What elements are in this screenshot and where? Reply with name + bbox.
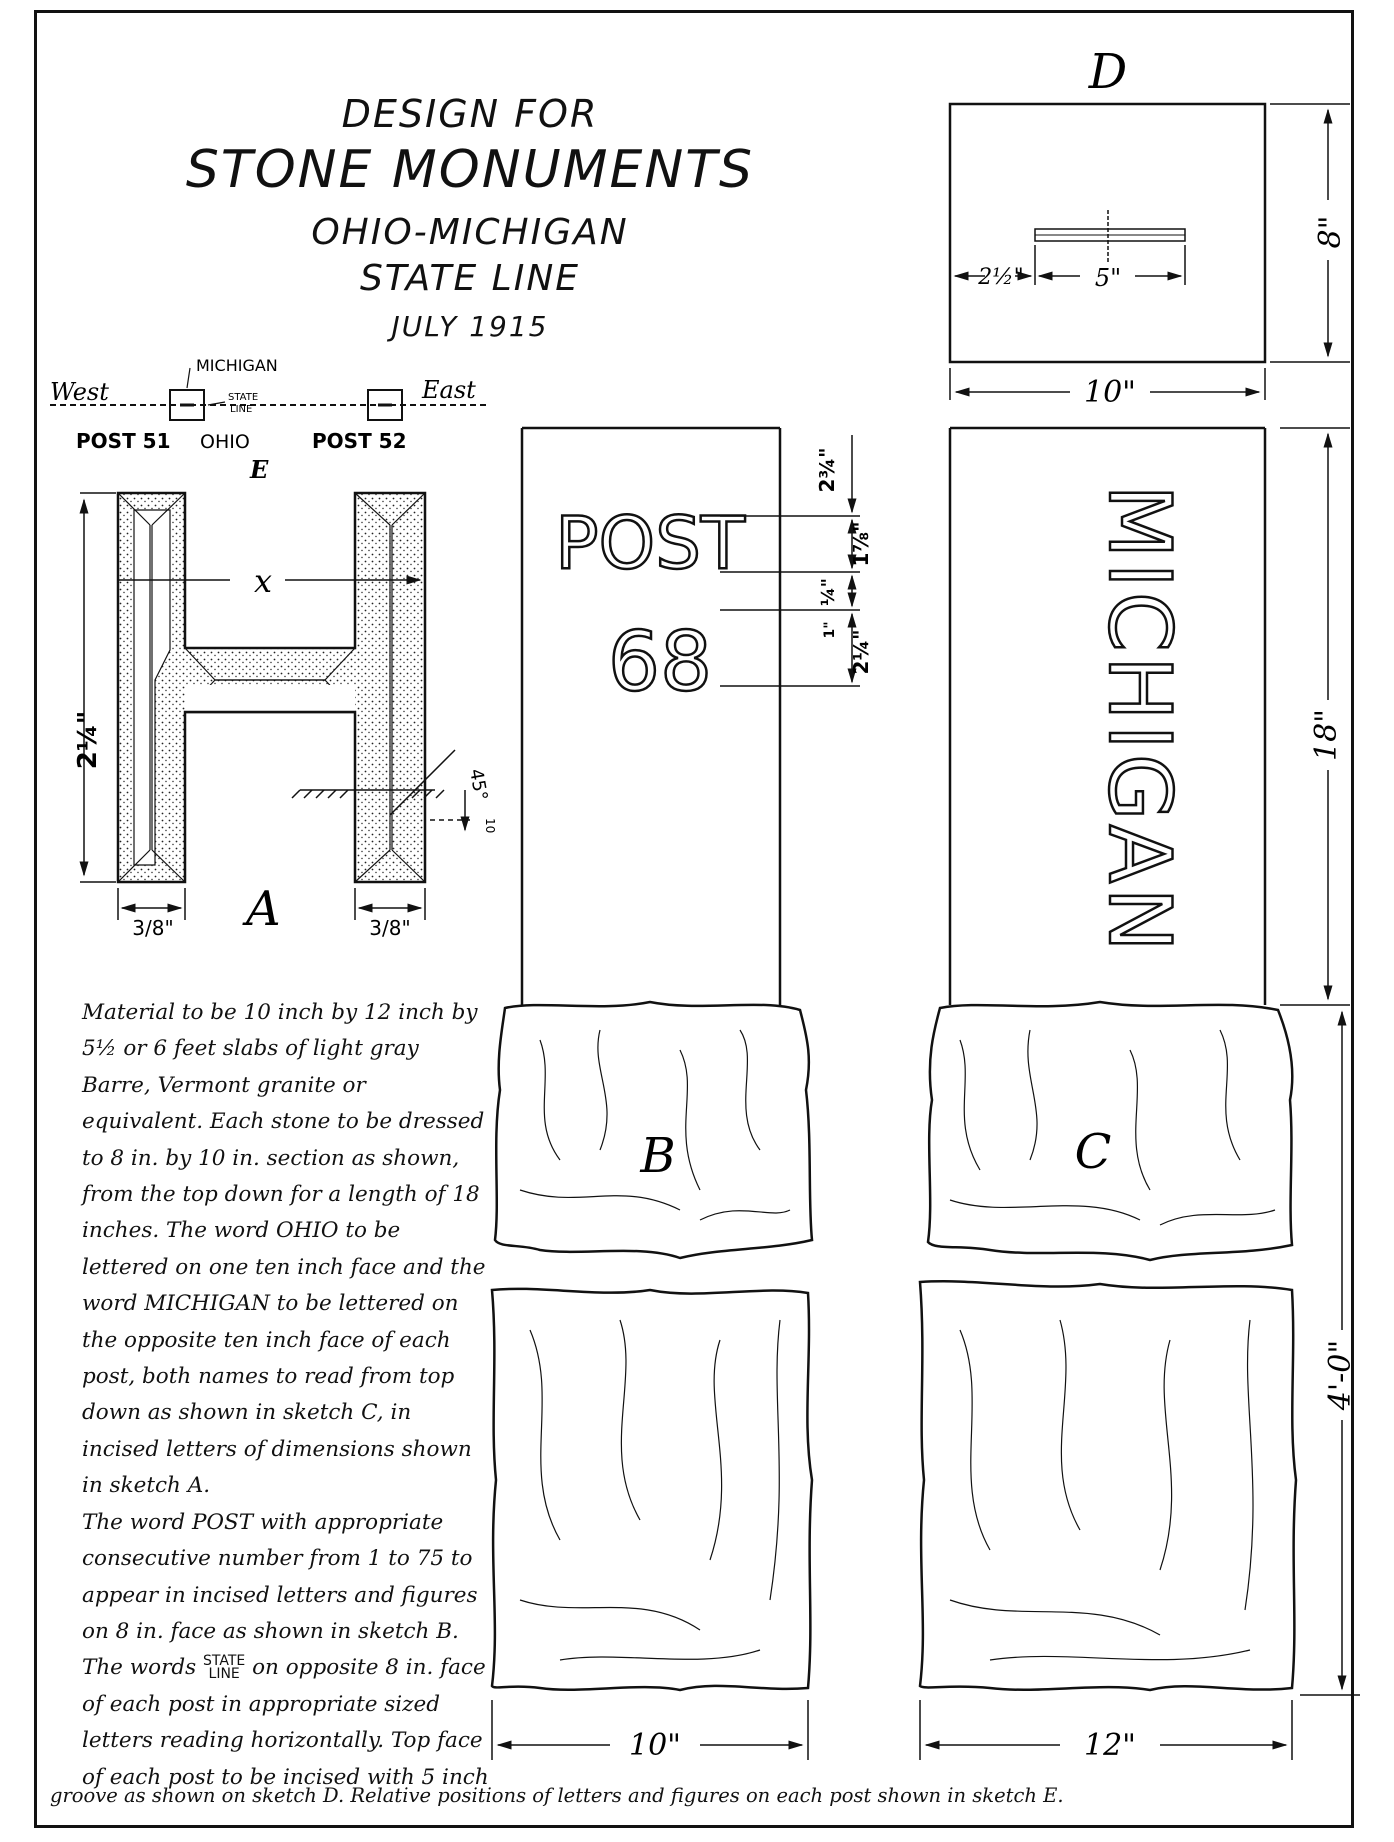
c-dressed-dim: 18" bbox=[1309, 709, 1344, 761]
post-51-label: POST 51 bbox=[76, 429, 171, 453]
spec-p3-post: on opposite 8 in. face of each post in a… bbox=[82, 1655, 489, 1790]
stack-bottom: LINE bbox=[208, 1666, 240, 1683]
post-word: POST bbox=[555, 501, 746, 585]
sketch-c-post bbox=[918, 426, 1298, 1692]
c-rough-dim: 4'-0" bbox=[1323, 1340, 1358, 1411]
a-stroke-right-dim: 3/8" bbox=[369, 916, 410, 940]
b-width-dim: 10" bbox=[629, 1728, 681, 1763]
stack-top: STATE bbox=[203, 1653, 246, 1670]
post-52-label: POST 52 bbox=[312, 429, 407, 453]
d-width-dim: 10" bbox=[1084, 375, 1136, 410]
footer-text: groove as shown on sketch D. Relative po… bbox=[50, 1784, 1064, 1807]
a-depth-dim: 10 bbox=[483, 818, 497, 833]
title-line-3: OHIO-MICHIGAN bbox=[311, 212, 629, 253]
a-height-dim: 2¼" bbox=[73, 711, 103, 770]
sketch-a-h-letter bbox=[116, 491, 427, 884]
state-line-small-1: STATE bbox=[228, 392, 258, 403]
a-stroke-left-dim: 3/8" bbox=[132, 916, 173, 940]
sketch-b-post bbox=[490, 426, 814, 1692]
sketch-e-label: E bbox=[249, 455, 269, 484]
spec-p3-pre: The words bbox=[82, 1655, 197, 1681]
spec-paragraph-2: The word POST with appropriate consecuti… bbox=[82, 1509, 478, 1644]
b-dim-top: 2¾" bbox=[815, 447, 839, 492]
title-date: JULY 1915 bbox=[391, 310, 549, 343]
spec-paragraph-1: Material to be 10 inch by 12 inch by 5½ … bbox=[82, 1000, 486, 1499]
ohio-small-label: OHIO bbox=[200, 431, 250, 453]
sketch-c-dimensions bbox=[919, 427, 1360, 1760]
east-label: East bbox=[421, 376, 476, 404]
michigan-word: MICHIGAN bbox=[1089, 484, 1189, 955]
post-number: 68 bbox=[608, 615, 712, 710]
a-angle-dim: 45° bbox=[465, 767, 491, 802]
d-offset-dim: 2½" bbox=[977, 265, 1023, 290]
x-label: x bbox=[254, 562, 272, 600]
title-line-2: STONE MONUMENTS bbox=[185, 140, 755, 200]
sketch-c-label: C bbox=[1075, 1124, 1112, 1180]
d-depth-dim: 8" bbox=[1313, 216, 1348, 249]
d-groove-dim: 5" bbox=[1095, 264, 1121, 292]
sketch-a-dimensions bbox=[79, 492, 470, 920]
sketch-d-label: D bbox=[1088, 44, 1127, 100]
title-line-4: STATE LINE bbox=[359, 258, 581, 299]
sketch-a-label: A bbox=[242, 881, 281, 937]
c-width-dim: 12" bbox=[1084, 1728, 1136, 1763]
michigan-small-label: MICHIGAN bbox=[196, 356, 278, 375]
b-dim-num: 2¼" bbox=[849, 629, 873, 674]
specification-text: Material to be 10 inch by 12 inch by 5½ … bbox=[50, 995, 490, 1796]
b-dim-post: 1⅞" bbox=[849, 521, 873, 566]
state-line-small-2: LINE bbox=[230, 404, 252, 415]
b-dim-gap2: 1" bbox=[822, 621, 838, 638]
sketch-d-top-view bbox=[948, 102, 1267, 364]
title-line-1: DESIGN FOR bbox=[341, 92, 599, 136]
b-dim-gap: ¼" bbox=[818, 578, 839, 606]
sketch-b-label: B bbox=[639, 1128, 675, 1184]
west-label: West bbox=[50, 378, 109, 406]
sketch-e bbox=[50, 367, 490, 421]
drawing-border bbox=[34, 10, 1354, 1828]
sketch-b-dimensions bbox=[491, 435, 860, 1760]
sketch-d-dimensions bbox=[949, 103, 1350, 400]
